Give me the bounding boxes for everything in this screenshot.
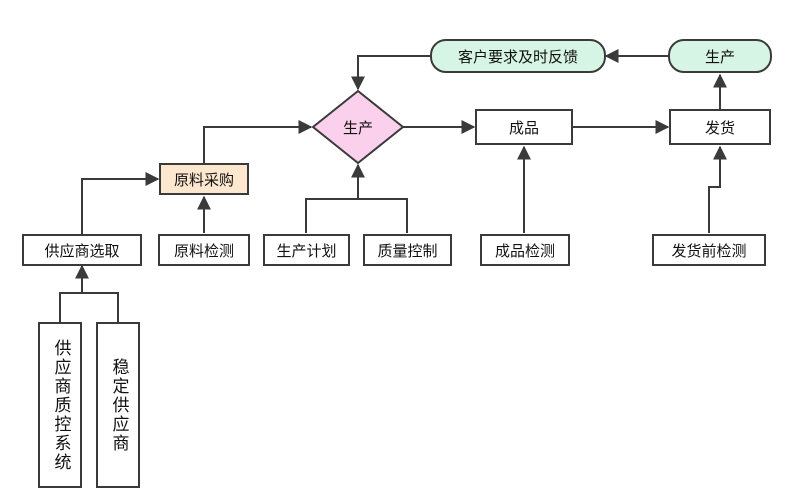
quality-control-node: 质量控制 [363, 234, 452, 266]
pre-shipping-inspection-node: 发货前检测 [652, 234, 766, 266]
production-diamond [311, 89, 405, 165]
edge-qc-to-production [358, 198, 408, 233]
production-top-node: 生产 [668, 39, 772, 73]
shipping-node: 发货 [669, 109, 771, 145]
supplier-qc-system-node: 供应商质控系统 [38, 322, 82, 488]
raw-material-purchase-node: 原料采购 [159, 163, 249, 195]
edge-feedback-to-production [351, 55, 430, 91]
edge-stable-supplier-to-selection [82, 292, 119, 322]
stable-supplier-node: 稳定供应商 [96, 322, 140, 488]
raw-material-inspection-node: 原料检测 [158, 234, 250, 266]
edge-plan-to-production [305, 198, 358, 233]
production-plan-node: 生产计划 [263, 234, 350, 266]
edge-qc-system-to-selection [59, 292, 82, 322]
supplier-selection-node: 供应商选取 [22, 234, 142, 266]
finished-product-inspection-node: 成品检测 [480, 234, 570, 266]
edge-purchase-to-production [203, 120, 313, 163]
finished-product-node: 成品 [475, 109, 573, 145]
customer-feedback-node: 客户要求及时反馈 [430, 39, 606, 73]
production-center-label: 生产 [342, 118, 373, 137]
edge-preship-to-shipping [708, 145, 727, 233]
edge-selection-to-purchase [81, 172, 160, 235]
